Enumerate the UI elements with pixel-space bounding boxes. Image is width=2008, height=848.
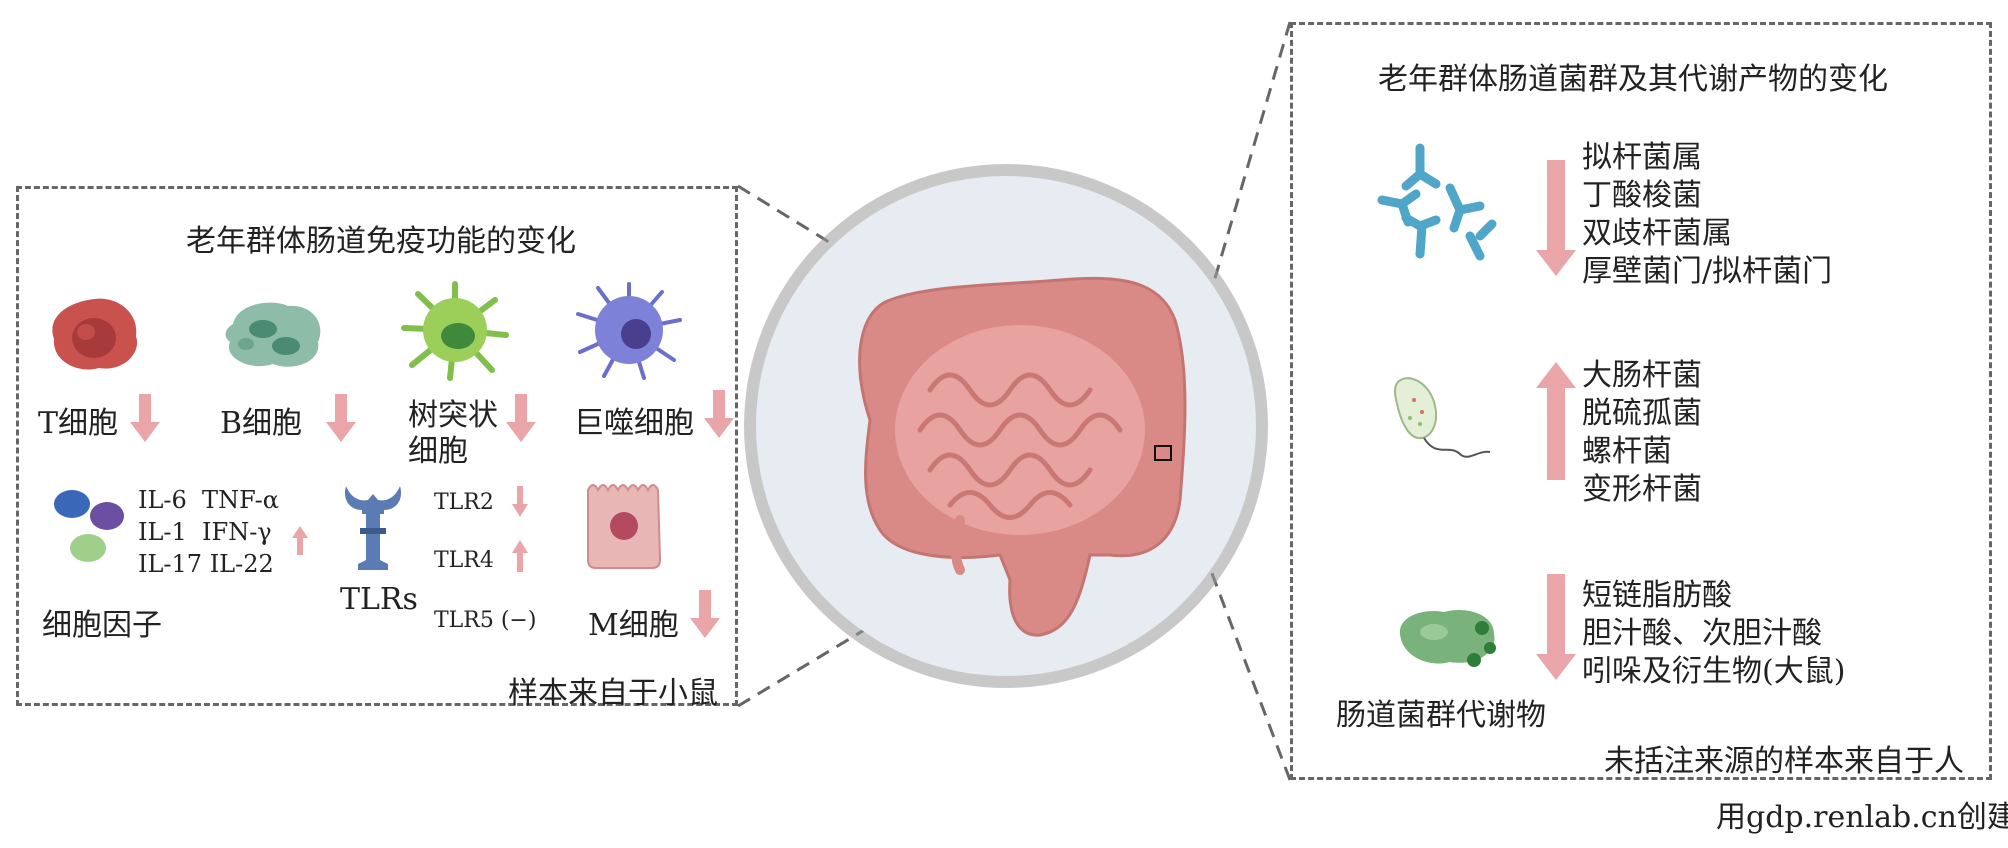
bacteroides-icon: [1377, 143, 1497, 261]
metabolite-icon: [1399, 610, 1496, 667]
macrophage-down-arrow: [704, 390, 734, 438]
cytokine-row-3: IL-17 IL-22: [138, 550, 274, 578]
b-cell-icon: [225, 302, 321, 367]
metabolite-label: 肠道菌群代谢物: [1336, 698, 1546, 733]
tlr2-down-arrow: [512, 486, 528, 517]
proteobacteria-item-4: 变形杆菌: [1582, 472, 1702, 507]
dendritic-cell-down-arrow: [506, 394, 536, 442]
tlr4-up-arrow: [512, 540, 528, 572]
cytokine-row-2: IL-1 IFN-γ: [138, 518, 272, 546]
dendritic-cell-icon: [401, 281, 509, 381]
tlr-receptor-icon: [344, 486, 402, 570]
metabolite-item-2: 胆汁酸、次胆汁酸: [1582, 616, 1822, 651]
bacteroides-item-1: 拟杆菌属: [1582, 140, 1702, 175]
proteobacteria-item-2: 脱硫孤菌: [1582, 396, 1702, 431]
tlr4-label: TLR4: [434, 548, 494, 573]
metabolite-item-3: 吲哚及衍生物(大鼠): [1582, 654, 1846, 689]
t-cell-label: T细胞: [38, 406, 119, 441]
macrophage-label: 巨噬细胞: [574, 406, 694, 441]
microbiota-panel-footnote: 未括注来源的样本来自于人: [1604, 744, 1964, 779]
b-cell-label: B细胞: [220, 406, 303, 441]
cytokine-icon: [54, 490, 124, 562]
t-cell-down-arrow: [130, 394, 160, 442]
group-up-arrow: [1536, 362, 1576, 480]
metabolite-item-1: 短链脂肪酸: [1582, 578, 1732, 613]
m-cell-label: M细胞: [588, 608, 679, 643]
immune-panel-footnote: 样本来自于小鼠: [508, 676, 718, 711]
cytokine-label: 细胞因子: [42, 608, 162, 643]
microbiota-panel-title: 老年群体肠道菌群及其代谢产物的变化: [1378, 62, 1888, 97]
tlr2-label: TLR2: [434, 490, 494, 515]
bacteroides-item-2: 丁酸梭菌: [1582, 178, 1702, 213]
bacteroides-item-3: 双歧杆菌属: [1582, 216, 1732, 251]
bacteroides-item-4: 厚壁菌门/拟杆菌门: [1582, 254, 1833, 289]
immune-panel: [16, 186, 738, 706]
immune-panel-title: 老年群体肠道免疫功能的变化: [186, 224, 576, 259]
cytokine-up-arrow: [292, 526, 308, 555]
dendritic-cell-label-line1: 树突状: [408, 398, 498, 433]
proteobacteria-item-3: 螺杆菌: [1582, 434, 1672, 469]
microbiota-panel: [1290, 22, 1992, 780]
m-cell-icon: [587, 484, 662, 569]
group-down-arrow: [1536, 160, 1576, 276]
dendritic-cell-label-line2: 细胞: [408, 434, 468, 469]
t-cell-icon: [52, 298, 138, 370]
tlrs-label: TLRs: [340, 582, 418, 617]
tlr5-label: TLR5 (−): [434, 608, 537, 633]
credit-text: 用gdp.renlab.cn创建: [1716, 800, 2008, 835]
cytokine-row-1: IL-6 TNF-α: [138, 486, 279, 514]
m-cell-down-arrow: [690, 590, 720, 638]
metabolite-down-arrow: [1536, 574, 1576, 680]
proteobacteria-item-1: 大肠杆菌: [1582, 358, 1702, 393]
macrophage-icon: [576, 282, 682, 380]
b-cell-down-arrow: [326, 394, 356, 442]
proteobacteria-icon: [1394, 377, 1491, 458]
